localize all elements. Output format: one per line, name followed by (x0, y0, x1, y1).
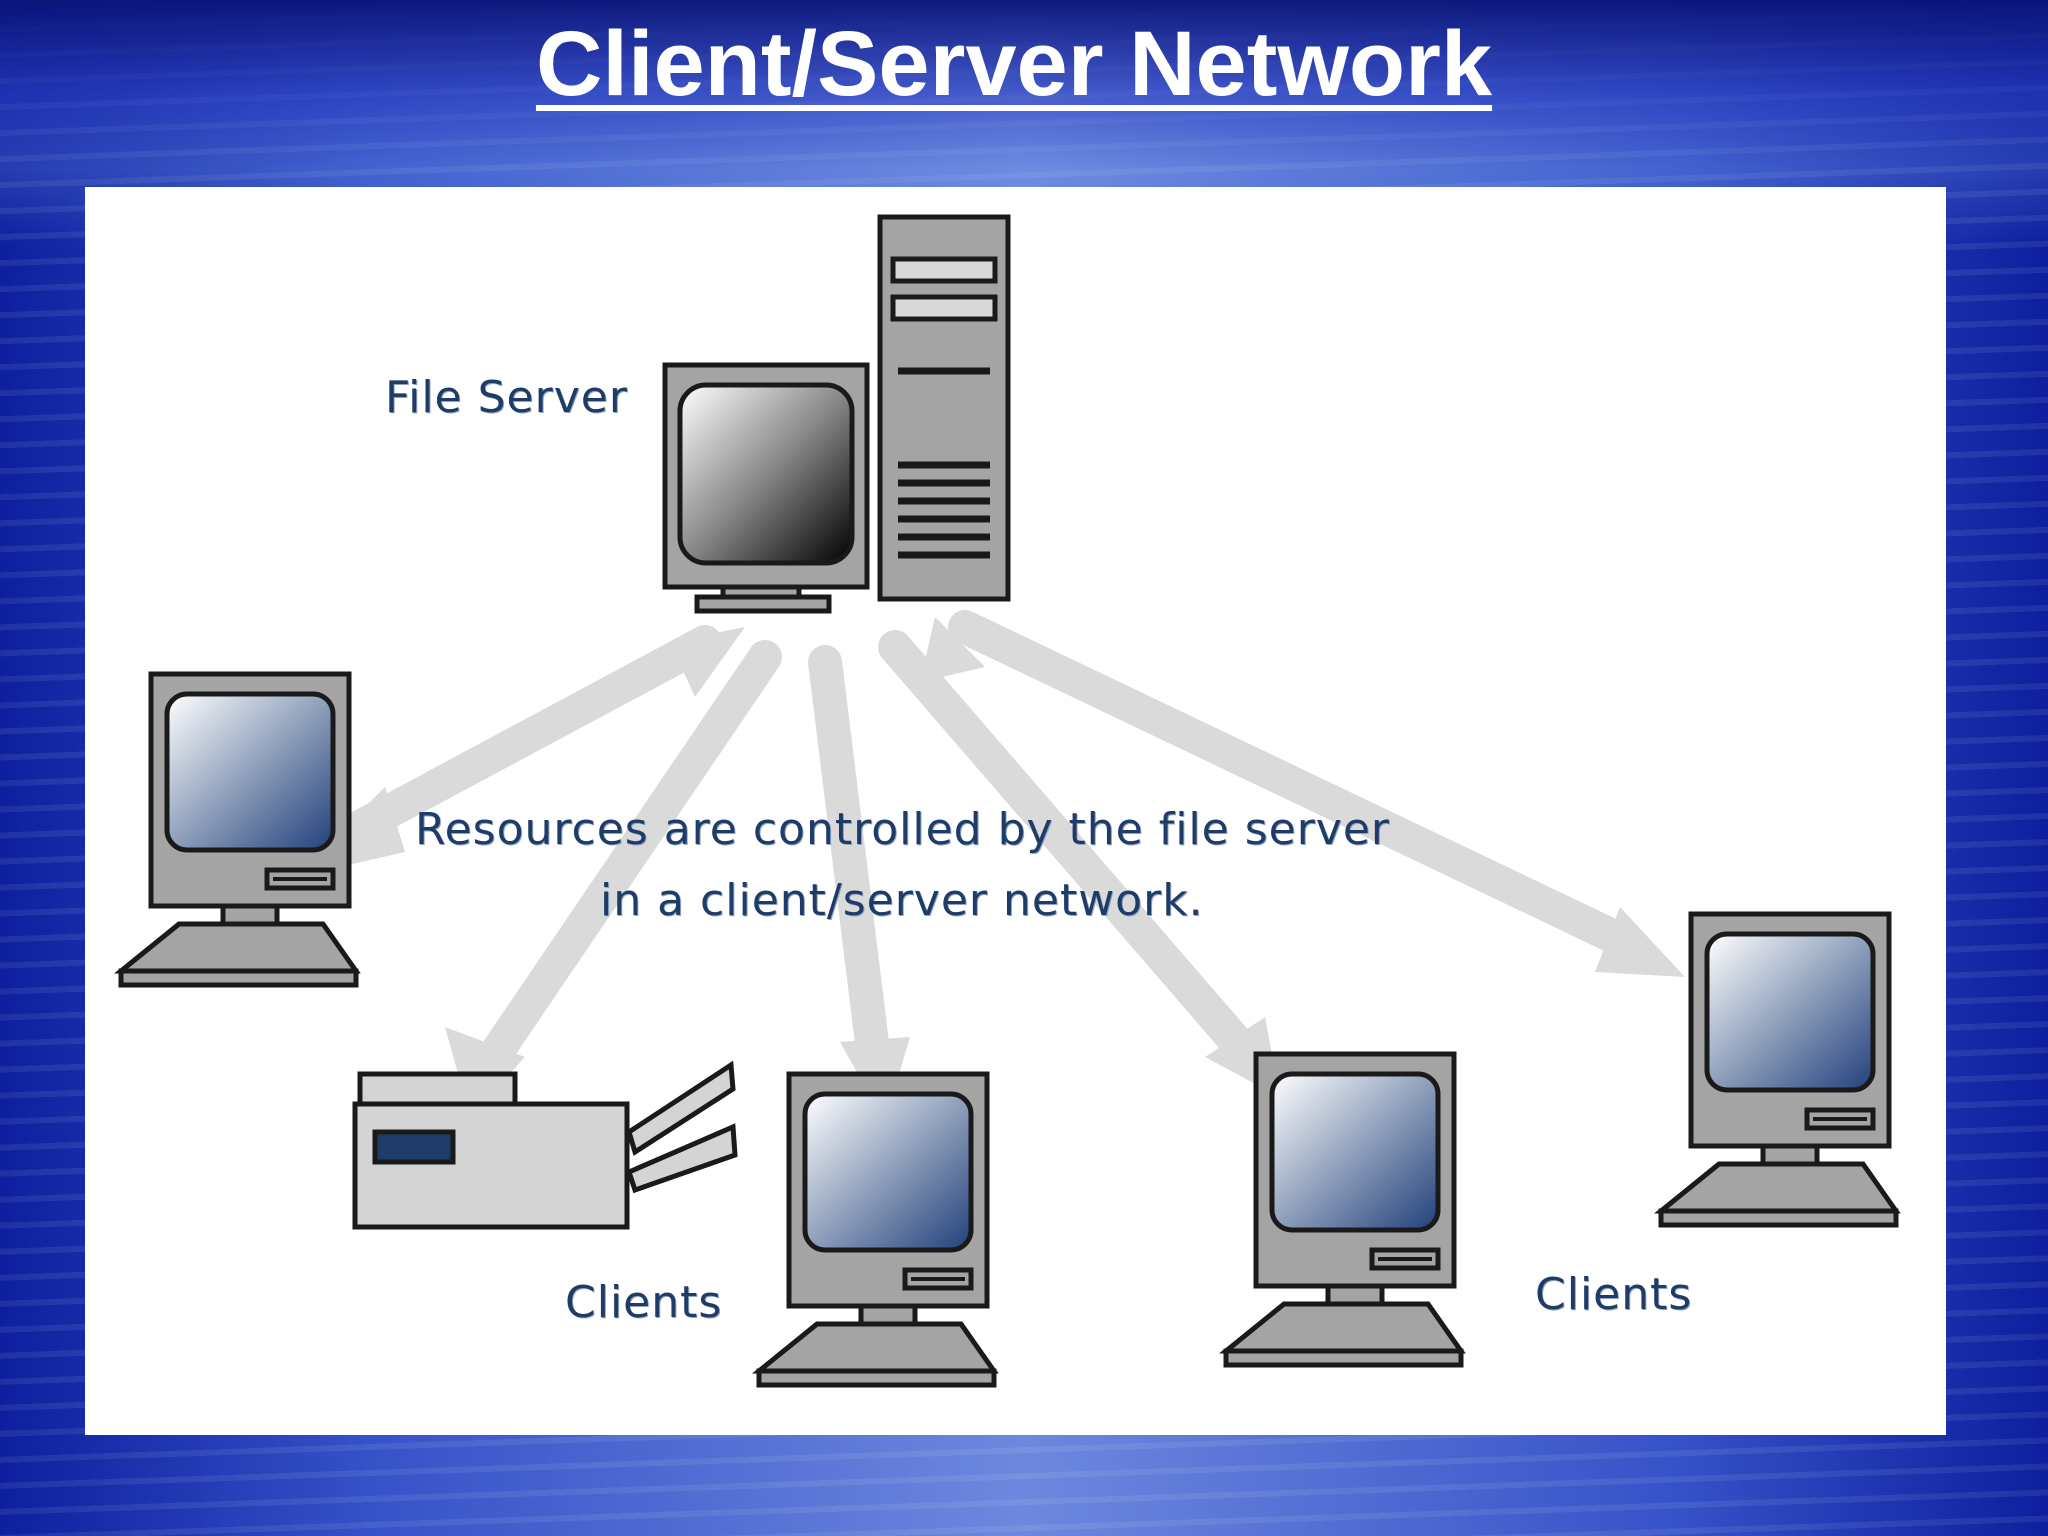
slide-title: Client/Server Network (535, 13, 1493, 115)
client-computer-icon-center (751, 1071, 999, 1388)
client-computer-icon-far-right (1653, 911, 1901, 1228)
file-server-label: File Server (385, 372, 628, 423)
connection-arrows (295, 610, 1685, 1122)
arrow-to-far-right-client (948, 610, 1642, 959)
clients-label-left: Clients (565, 1277, 723, 1328)
server-monitor-icon (662, 362, 870, 614)
server-tower-icon (877, 214, 1011, 602)
network-diagram (113, 214, 1901, 1388)
client-computer-icon-left (113, 671, 361, 988)
printer-icon (352, 1060, 738, 1230)
arrow-to-left-client (343, 625, 722, 844)
client-computer-icon-right (1218, 1051, 1466, 1368)
resources-caption-line1: Resources are controlled by the file ser… (415, 804, 1390, 855)
arrowhead-server-a (670, 627, 745, 697)
arrow-to-center-client (808, 645, 892, 1084)
arrowhead-server-b (920, 617, 985, 682)
slide-title-wrap: Client/Server Network (0, 12, 2048, 117)
resources-caption-line2: in a client/server network. (600, 875, 1204, 926)
clients-label-right: Clients (1535, 1269, 1693, 1320)
arrowhead-far-right-client (1595, 907, 1685, 977)
diagram-panel: File Server Resources are controlled by … (85, 187, 1946, 1435)
arrow-to-right-client (878, 630, 1262, 1069)
arrow-to-printer (473, 640, 782, 1079)
